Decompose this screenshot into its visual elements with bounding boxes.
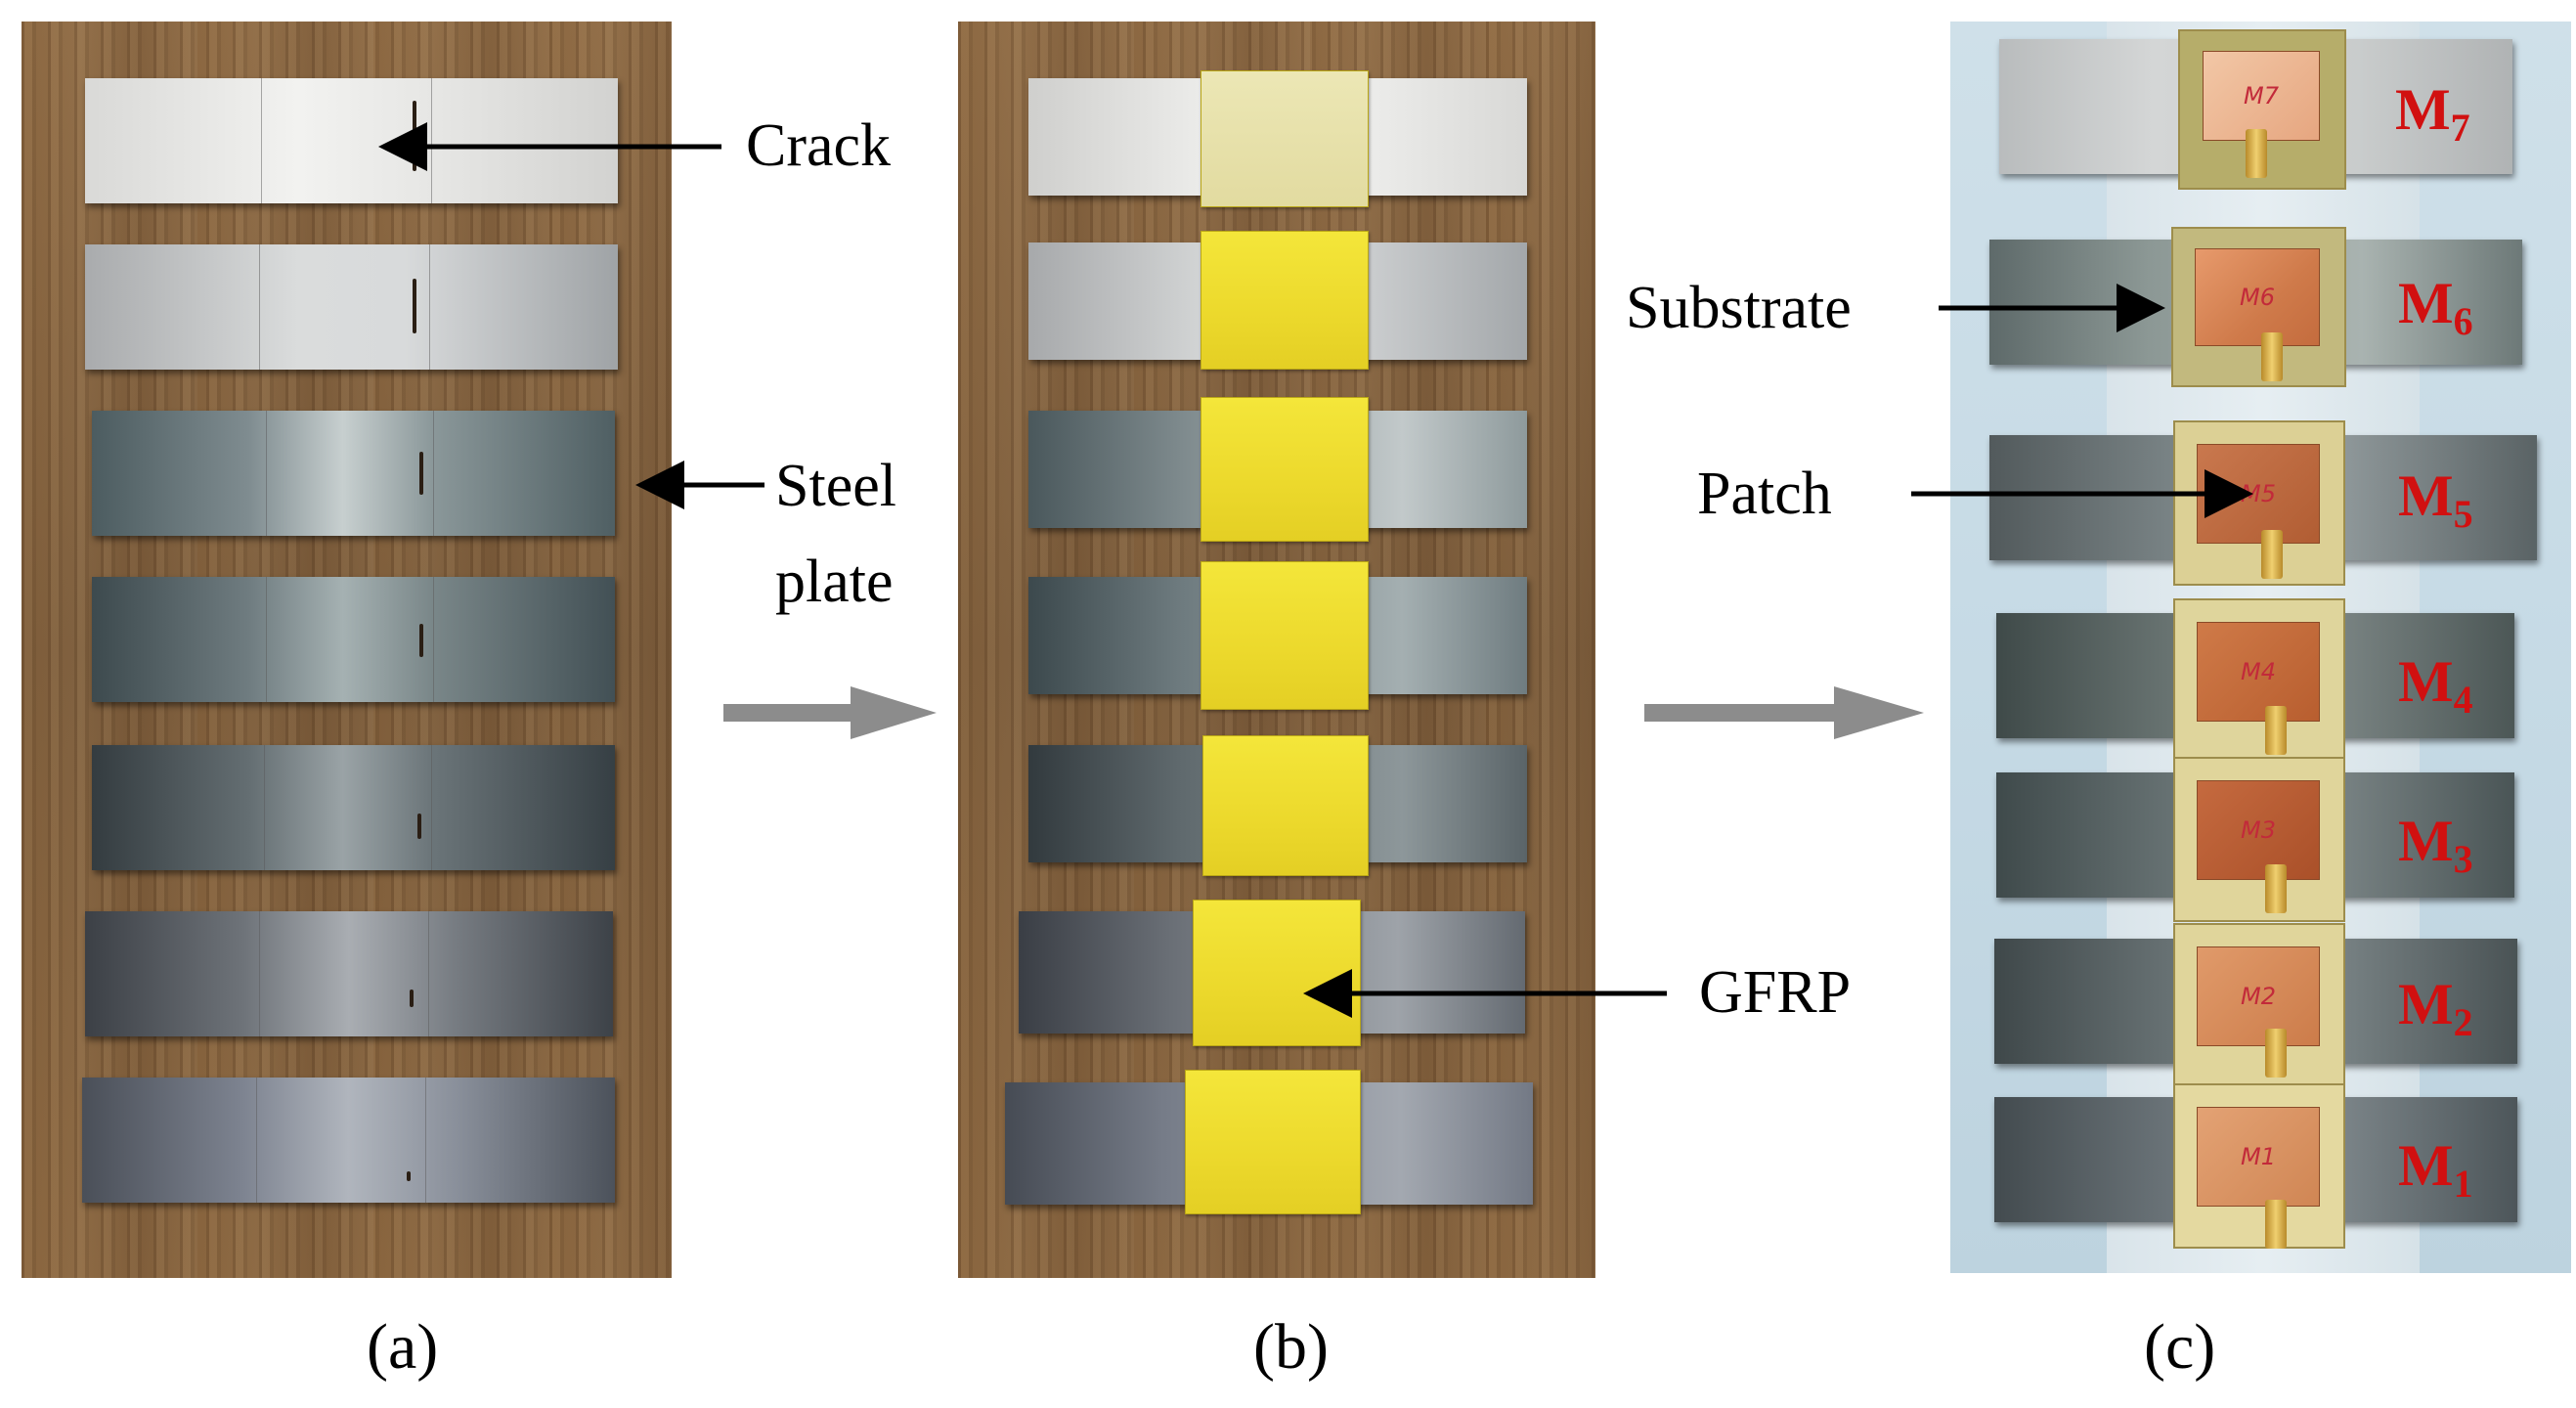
label-gfrp: GFRP [1699,959,1852,1026]
label-patch: Patch [1697,461,1832,527]
flow-arrow-a-to-b [723,686,937,739]
patch: M7 [2203,51,2320,141]
caption-b: (b) [1253,1311,1329,1383]
patch: M1 [2197,1107,2320,1207]
sma-connector [2261,530,2283,579]
steel-plate [92,411,615,536]
sma-connector [2246,129,2267,178]
steel-plate [85,911,613,1036]
sensor-label-m3: M3 [2398,809,2473,881]
sma-connector [2261,332,2283,381]
gfrp-patch [1202,735,1369,876]
crack [417,814,421,839]
steel-plate [92,745,615,870]
gfrp-patch [1201,231,1369,370]
steel-plate [92,577,615,702]
steel-plate [82,1078,615,1203]
label-substrate: Substrate [1626,275,1852,341]
patch: M3 [2197,780,2320,880]
crack [413,279,416,333]
gfrp-patch [1201,70,1369,207]
sensor-label-m1: M1 [2398,1133,2473,1206]
caption-c: (c) [2144,1311,2216,1383]
sma-connector [2265,864,2287,913]
label-steel-plate-line2: plate [775,549,894,615]
patch: M2 [2197,946,2320,1046]
gfrp-patch [1201,397,1369,542]
crack [419,624,423,657]
gfrp-patch [1185,1070,1361,1214]
crack [410,990,414,1007]
steel-plate [85,78,618,203]
sensor-label-m2: M2 [2398,972,2473,1044]
sensor-label-m6: M6 [2398,271,2473,343]
patch: M6 [2195,248,2320,346]
sma-connector [2265,1029,2287,1078]
label-steel-plate-line1: Steel [775,453,896,519]
gfrp-patch [1201,561,1369,710]
sma-connector [2265,1200,2287,1249]
panel-c-photo: M7 M6 M5 M4 M3 M2 M1 M7 M6 M5 M4 M3 M2 M… [1950,22,2571,1273]
sma-connector [2265,706,2287,755]
panel-b-photo [958,22,1595,1278]
label-crack: Crack [746,112,892,179]
panel-a-photo [22,22,672,1278]
sensor-label-m7: M7 [2395,77,2470,150]
sensor-label-m5: M5 [2398,463,2473,536]
steel-plate [85,244,618,370]
caption-a: (a) [367,1311,439,1383]
crack [419,452,423,495]
patch: M4 [2197,622,2320,722]
sensor-label-m4: M4 [2398,649,2473,722]
flow-arrow-b-to-c [1644,686,1924,739]
crack [407,1171,411,1181]
